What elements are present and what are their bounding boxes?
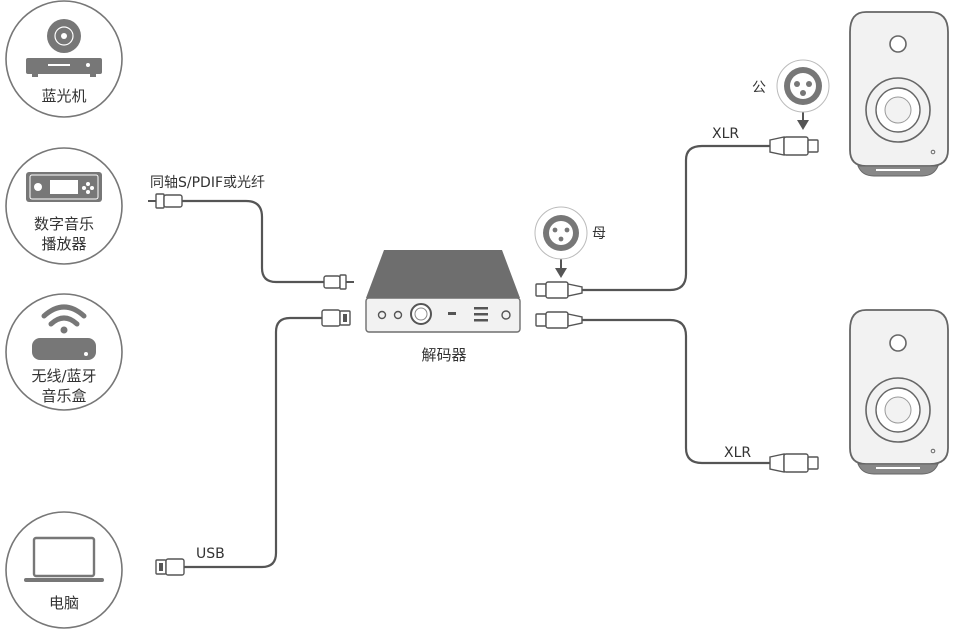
coax-plug-decoder bbox=[323, 274, 354, 290]
bluray-label: 蓝光机 bbox=[41, 87, 86, 105]
digital-music-player-icon bbox=[26, 172, 102, 202]
wireless-speaker-box-icon bbox=[32, 304, 96, 360]
xlr-plug-decoder-bottom bbox=[535, 311, 583, 329]
xlr-bottom-label: XLR bbox=[724, 445, 751, 461]
studio-monitor-speaker-icon bbox=[849, 11, 949, 177]
usb-plug-computer bbox=[155, 558, 185, 576]
coax-cable bbox=[180, 199, 330, 284]
usb-cable bbox=[180, 316, 330, 569]
xlr-female-connector-icon bbox=[534, 206, 588, 260]
decoder: 解码器 bbox=[365, 250, 521, 364]
xlr-male-connector-icon bbox=[776, 59, 830, 113]
wireless-speaker-box: 无线/蓝牙 音乐盒 bbox=[5, 293, 123, 411]
music-player-label-line1: 数字音乐 bbox=[34, 215, 94, 233]
xlr-plug-speaker-bottom bbox=[769, 453, 819, 473]
computer-label: 电脑 bbox=[49, 594, 79, 612]
xlr-cable-top bbox=[580, 144, 772, 292]
xlr-plug-decoder-top bbox=[535, 281, 583, 299]
xlr-male-callout: 公 bbox=[752, 59, 830, 130]
female-label: 母 bbox=[592, 226, 606, 242]
studio-monitor-speaker-icon bbox=[849, 309, 949, 475]
usb-cable-label: USB bbox=[196, 546, 225, 562]
xlr-female-callout: 母 bbox=[534, 206, 606, 278]
computer: 电脑 bbox=[5, 511, 123, 629]
bluray-player: 蓝光机 bbox=[5, 0, 123, 118]
bluray-player-icon bbox=[26, 19, 102, 77]
xlr-top-label: XLR bbox=[712, 126, 739, 142]
music-player-label-line2: 播放器 bbox=[41, 235, 86, 253]
cables bbox=[180, 144, 772, 569]
speaker-bottom bbox=[849, 309, 949, 475]
usb-plug-decoder bbox=[321, 309, 351, 327]
laptop-icon bbox=[24, 536, 104, 582]
coax-plug-source bbox=[148, 193, 183, 209]
coax-cable-label: 同轴S/PDIF或光纤 bbox=[150, 175, 265, 191]
xlr-plug-speaker-top bbox=[769, 136, 819, 156]
xlr-cable-bottom bbox=[580, 318, 772, 465]
speaker-top bbox=[849, 11, 949, 177]
digital-music-player: 数字音乐 播放器 bbox=[5, 147, 123, 265]
male-label: 公 bbox=[752, 80, 766, 96]
dac-decoder-icon bbox=[365, 250, 521, 333]
wireless-label-line1: 无线/蓝牙 bbox=[31, 367, 96, 385]
decoder-label: 解码器 bbox=[421, 346, 466, 364]
wireless-label-line2: 音乐盒 bbox=[41, 387, 86, 405]
